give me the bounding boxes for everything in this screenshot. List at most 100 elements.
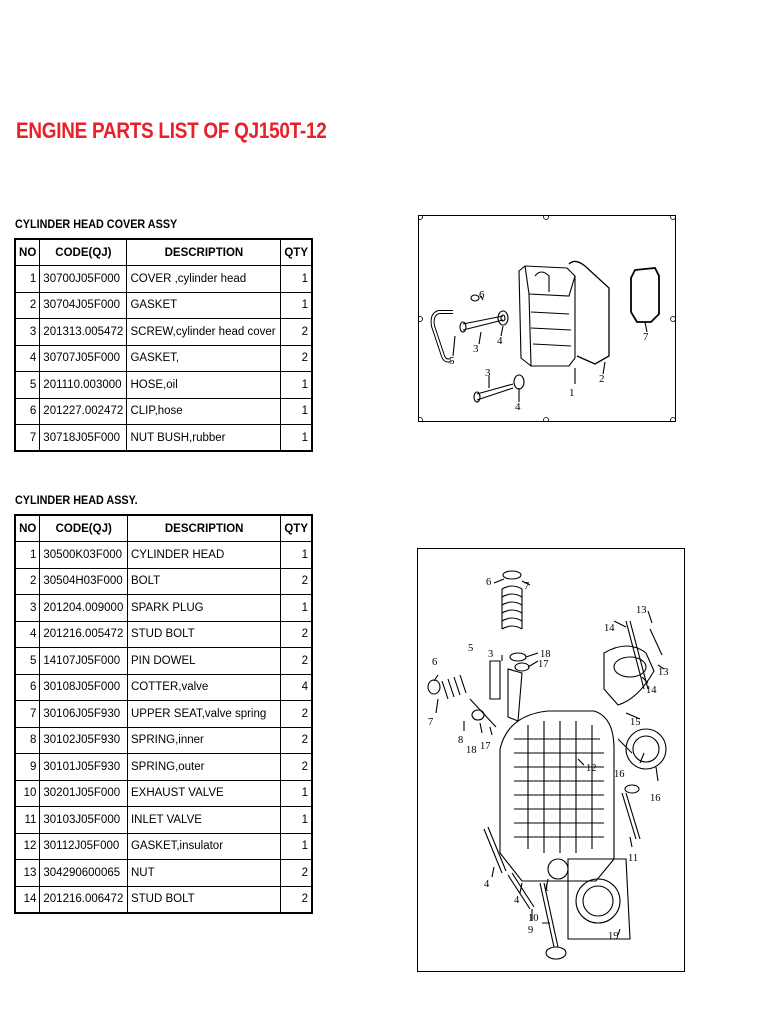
- diagram-label: 6: [479, 289, 485, 301]
- diagram-label: 13: [636, 605, 647, 616]
- header-qty: QTY: [280, 238, 313, 266]
- cell-no: 7: [14, 424, 41, 452]
- diagram-label: 14: [646, 685, 657, 696]
- cell-no: 8: [14, 726, 41, 754]
- cell-qty: 2: [280, 753, 313, 781]
- cell-code: 30700J05F000: [39, 265, 128, 293]
- diagram-label: 3: [473, 343, 479, 355]
- cell-qty: 2: [280, 859, 313, 887]
- diagram-label: 14: [604, 623, 615, 634]
- cell-qty: 2: [280, 318, 313, 346]
- diagram-label: 16: [650, 793, 661, 804]
- diagram-label: 1: [544, 883, 549, 894]
- diagram-label: 19: [608, 931, 619, 942]
- cell-code: 30201J05F000: [39, 779, 128, 807]
- diagram-label: 7: [524, 581, 529, 592]
- header-code: CODE(QJ): [39, 238, 128, 266]
- cell-code: 201204.009000: [39, 594, 128, 622]
- cell-qty: 2: [280, 726, 313, 754]
- cell-qty: 2: [280, 620, 313, 648]
- diagram-label: 11: [628, 853, 638, 864]
- cell-qty: 4: [280, 673, 313, 701]
- cell-qty: 1: [280, 594, 313, 622]
- cell-code: 30108J05F000: [39, 673, 128, 701]
- cell-description: PIN DOWEL: [126, 647, 282, 675]
- cell-no: 14: [14, 885, 41, 913]
- cell-no: 12: [14, 832, 41, 860]
- cell-code: 14107J05F000: [39, 647, 128, 675]
- cell-code: 304290600065: [39, 859, 128, 887]
- cell-no: 9: [14, 753, 41, 781]
- diagram-label: 12: [586, 763, 597, 774]
- cell-qty: 1: [280, 832, 313, 860]
- cell-no: 6: [14, 673, 41, 701]
- cell-no: 11: [14, 806, 41, 834]
- cell-description: COTTER,valve: [126, 673, 282, 701]
- table-header-row: NO CODE(QJ) DESCRIPTION QTY: [14, 238, 313, 266]
- cell-code: 201227.002472: [39, 397, 128, 425]
- diagram-label: 6: [486, 577, 491, 588]
- header-qty: QTY: [280, 514, 313, 542]
- diagram-label: 18: [540, 649, 551, 660]
- cell-no: 3: [14, 318, 41, 346]
- cell-no: 1: [14, 541, 41, 569]
- cell-qty: 1: [280, 371, 313, 399]
- cell-code: 30103J05F000: [39, 806, 128, 834]
- cell-description: INLET VALVE: [126, 806, 282, 834]
- cell-no: 2: [14, 291, 41, 319]
- cell-qty: 2: [280, 700, 313, 728]
- cell-qty: 1: [280, 265, 313, 293]
- cell-no: 13: [14, 859, 41, 887]
- cell-description: BOLT: [126, 567, 282, 595]
- cell-code: 201216.006472: [39, 885, 128, 913]
- diagram-label: 2: [599, 373, 605, 385]
- cell-description: UPPER SEAT,valve spring: [126, 700, 282, 728]
- diagram-label: 13: [658, 667, 669, 678]
- cell-qty: 2: [280, 647, 313, 675]
- cell-description: SPRING,inner: [126, 726, 282, 754]
- cell-description: SCREW,cylinder head cover: [126, 318, 282, 346]
- cell-qty: 1: [280, 397, 313, 425]
- table-header-row: NO CODE(QJ) DESCRIPTION QTY: [14, 514, 313, 542]
- cell-no: 2: [14, 567, 41, 595]
- cell-code: 30112J05F000: [39, 832, 128, 860]
- page-title: ENGINE PARTS LIST OF QJ150T-12: [16, 118, 327, 143]
- cell-description: HOSE,oil: [126, 371, 282, 399]
- header-code: CODE(QJ): [39, 514, 128, 542]
- cell-code: 30106J05F930: [39, 700, 128, 728]
- cell-qty: 2: [280, 344, 313, 372]
- diagram-label: 8: [458, 735, 463, 746]
- diagram-label: 3: [485, 367, 491, 379]
- cell-description: GASKET: [126, 291, 282, 319]
- cell-no: 10: [14, 779, 41, 807]
- cell-description: NUT: [126, 859, 282, 887]
- diagram-label: 18: [466, 745, 477, 756]
- cell-description: CLIP,hose: [126, 397, 282, 425]
- diagram-label: 4: [514, 895, 520, 906]
- header-no: NO: [14, 514, 41, 542]
- cell-description: SPRING,outer: [126, 753, 282, 781]
- diagram-label: 4: [484, 879, 490, 890]
- cell-qty: 1: [280, 779, 313, 807]
- cell-no: 4: [14, 620, 41, 648]
- cell-description: EXHAUST VALVE: [126, 779, 282, 807]
- diagram-label: 3: [488, 649, 493, 660]
- cell-qty: 1: [280, 541, 313, 569]
- section-title-cylinder-head: CYLINDER HEAD ASSY.: [15, 493, 138, 507]
